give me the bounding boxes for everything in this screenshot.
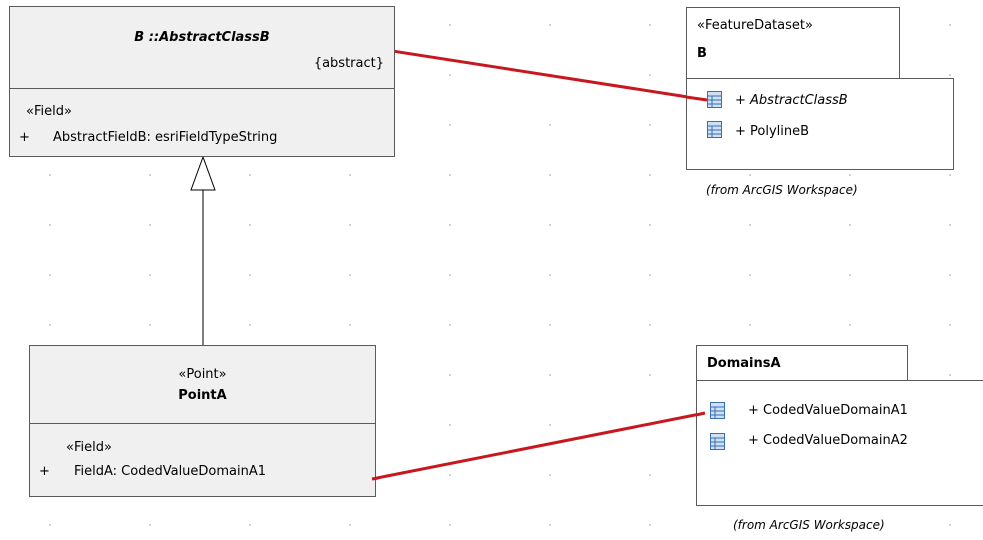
attribute-visibility: + (19, 130, 30, 145)
domains-tab[interactable]: DomainsA (696, 345, 908, 381)
field-stereotype: «Field» (66, 440, 112, 455)
point-class-box[interactable]: «Point» PointA «Field» + FieldA: CodedVa… (29, 345, 376, 497)
attribute-visibility: + (39, 464, 50, 479)
feature-dataset-name: B (697, 46, 707, 61)
field-a-attribute[interactable]: FieldA: CodedValueDomainA1 (74, 464, 267, 479)
table-icon (710, 433, 725, 450)
table-icon (710, 402, 725, 419)
feature-dataset-stereotype: «FeatureDataset» (697, 18, 813, 33)
domain-item-a1[interactable]: + CodedValueDomainA1 (748, 403, 908, 418)
package-item-polyline[interactable]: + PolylineB (735, 124, 810, 139)
abstract-class-box[interactable]: B ::AbstractClassB {abstract} «Field» + … (9, 6, 395, 157)
package-item-abstract-class[interactable]: + AbstractClassB (735, 93, 848, 108)
trace-link-field-domain (371, 411, 706, 481)
abstract-field-attribute[interactable]: AbstractFieldB: esriFieldTypeString (53, 130, 278, 145)
domains-package-name: DomainsA (707, 356, 781, 371)
table-icon (707, 91, 722, 108)
point-stereotype: «Point» (178, 367, 227, 382)
domains-caption: (from ArcGIS Workspace) (733, 518, 885, 532)
feature-dataset-body[interactable]: + AbstractClassB + PolylineB (686, 78, 954, 170)
domains-body[interactable]: + CodedValueDomainA1 + CodedValueDomainA… (696, 380, 983, 506)
generalization-arrowhead (190, 155, 216, 191)
feature-dataset-tab[interactable]: «FeatureDataset» B (686, 7, 900, 79)
table-icon (707, 121, 722, 138)
feature-dataset-caption: (from ArcGIS Workspace) (706, 183, 858, 197)
point-class-name: PointA (178, 388, 227, 403)
domain-item-a2[interactable]: + CodedValueDomainA2 (748, 433, 908, 448)
field-stereotype: «Field» (26, 104, 72, 119)
abstract-class-title: B ::AbstractClassB (134, 30, 270, 45)
abstract-constraint: {abstract} (313, 56, 384, 71)
